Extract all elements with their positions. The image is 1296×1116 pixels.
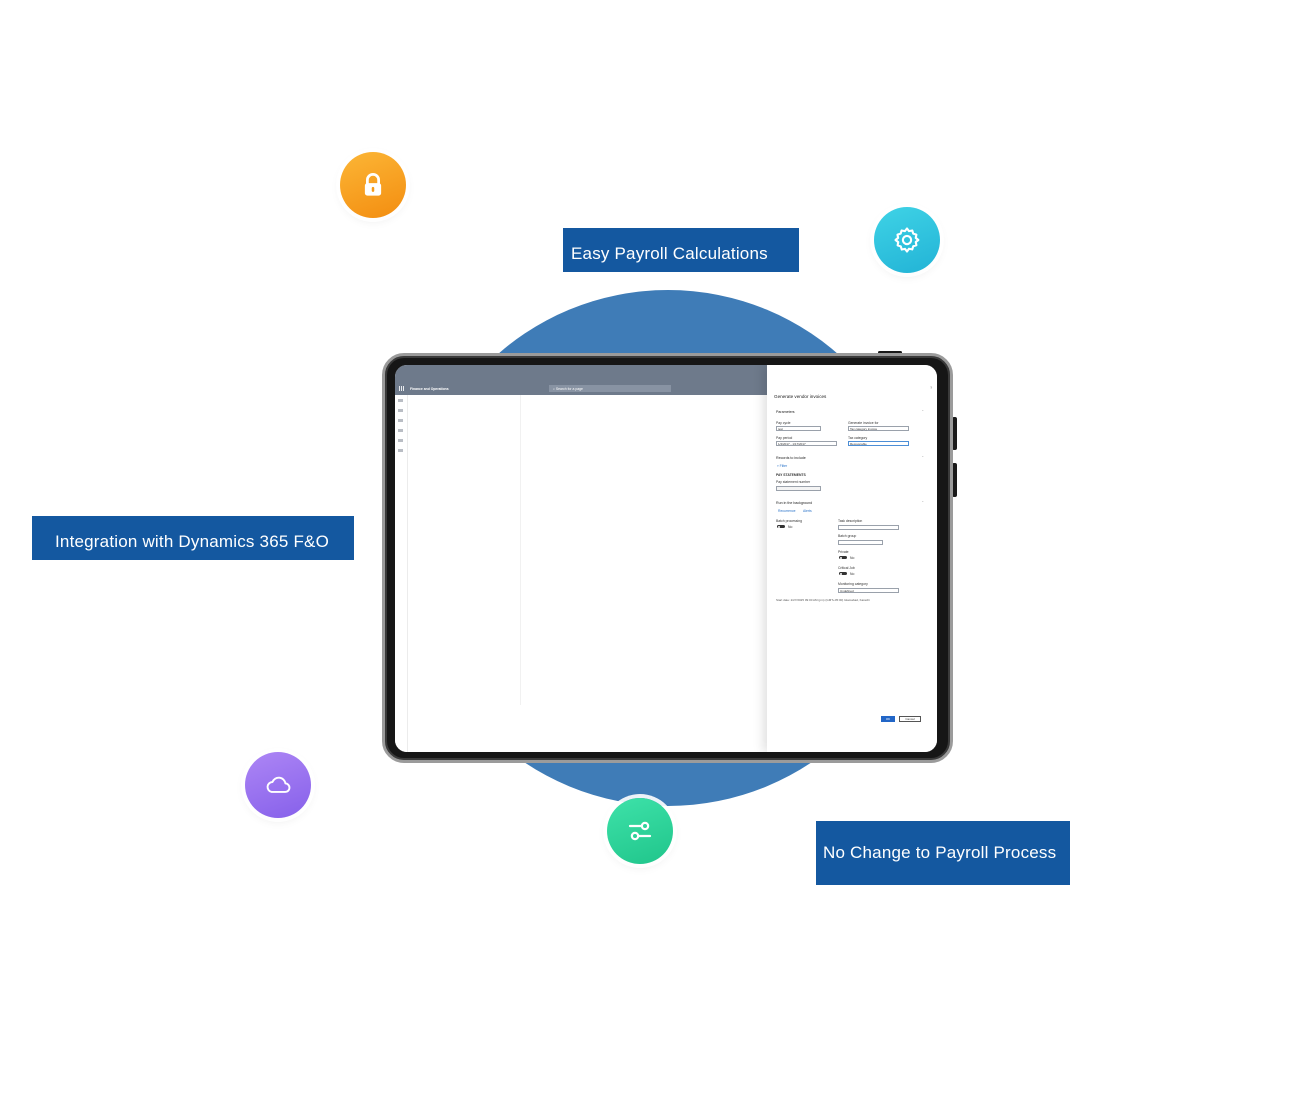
lock-icon-badge	[340, 152, 406, 218]
search-icon: ⌕	[553, 386, 555, 391]
pay-period-select[interactable]: 1/4/2017 - 1/17/2017	[776, 441, 837, 446]
sliders-icon-badge	[607, 798, 673, 864]
gear-icon	[894, 227, 920, 253]
tax-category-label: Tax category	[848, 436, 868, 440]
recurrence-link[interactable]: Recurrence	[778, 509, 796, 513]
app-header: Finance and Operations ⌕ Search for a pa…	[395, 365, 767, 395]
monitoring-category-label: Monitoring category	[838, 582, 868, 586]
help-icon[interactable]: ?	[930, 385, 933, 390]
feature-label-no-change: No Change to Payroll Process	[816, 821, 1070, 885]
gear-icon-badge	[874, 207, 940, 273]
filter-icon: ▿	[777, 464, 779, 468]
private-value: No	[850, 556, 855, 560]
task-description-input[interactable]	[838, 525, 899, 530]
pay-period-label: Pay period	[776, 436, 793, 440]
nav-icon-list[interactable]	[398, 449, 403, 452]
feature-label-text: Integration with Dynamics 365 F&O	[55, 532, 329, 551]
ok-button[interactable]: OK	[881, 716, 895, 722]
generate-invoice-select[interactable]: Tax category invoice	[848, 426, 909, 431]
collapse-records-icon[interactable]: ^	[922, 455, 924, 459]
panel-title: Generate vendor invoices	[774, 394, 827, 399]
cloud-icon-badge	[245, 752, 311, 818]
app-title: Finance and Operations	[410, 387, 449, 391]
filter-link-label: Filter	[779, 464, 788, 468]
filter-link[interactable]: ▿ Filter	[777, 464, 787, 468]
tablet-volume-down	[952, 463, 957, 497]
nav-icon-menu[interactable]	[398, 399, 403, 402]
nav-icon-favorites[interactable]	[398, 409, 403, 412]
pay-statement-number-input[interactable]	[776, 486, 821, 491]
task-description-label: Task description	[838, 519, 863, 523]
tablet-volume-up	[952, 417, 957, 450]
cancel-button[interactable]: Cancel	[899, 716, 921, 722]
pay-statement-number-label: Pay statement number	[776, 480, 811, 484]
batch-group-select[interactable]	[838, 540, 883, 545]
tax-category-select[interactable]: Recoverable	[848, 441, 909, 446]
nav-icon-workspaces[interactable]	[398, 429, 403, 432]
private-label: Private	[838, 550, 849, 554]
background-heading: Run in the background	[776, 501, 813, 505]
records-heading: Records to include	[776, 456, 806, 460]
content-divider	[520, 395, 521, 705]
left-nav-rail	[395, 395, 408, 752]
private-toggle[interactable]	[839, 556, 847, 560]
pay-cycle-label: Pay cycle	[776, 421, 791, 425]
tablet-screen: Finance and Operations ⌕ Search for a pa…	[395, 365, 937, 752]
nav-icon-recent[interactable]	[398, 419, 403, 422]
start-date-text: Start date: 2/27/2025 09:00 AM (pm) (GMT…	[776, 598, 870, 602]
search-placeholder: Search for a page	[555, 386, 583, 391]
lock-icon	[364, 173, 382, 196]
nav-icon-modules[interactable]	[398, 439, 403, 442]
sliders-icon	[628, 821, 652, 841]
batch-group-label: Batch group	[838, 534, 857, 538]
collapse-parameters-icon[interactable]: ^	[922, 409, 924, 413]
parameters-heading: Parameters	[776, 410, 795, 414]
feature-label-text: No Change to Payroll Process	[823, 843, 1057, 862]
generate-invoice-label: Generate invoice for	[848, 421, 879, 425]
critical-job-label: Critical Job	[838, 566, 855, 570]
search-input[interactable]: ⌕ Search for a page	[549, 385, 671, 392]
batch-processing-toggle[interactable]	[777, 525, 785, 529]
batch-processing-label: Batch processing	[776, 519, 803, 523]
critical-job-toggle[interactable]	[839, 572, 847, 576]
waffle-icon[interactable]	[399, 386, 404, 391]
monitoring-category-select[interactable]: Undefined	[838, 588, 899, 593]
tablet-top-button	[878, 351, 902, 354]
batch-processing-value: No	[788, 525, 793, 529]
collapse-background-icon[interactable]: ^	[922, 500, 924, 504]
alerts-link[interactable]: Alerts	[803, 509, 812, 513]
feature-label-integration: Integration with Dynamics 365 F&O	[32, 516, 354, 560]
cloud-icon	[266, 776, 291, 793]
feature-label-easy-payroll: Easy Payroll Calculations	[563, 228, 799, 272]
feature-label-text: Easy Payroll Calculations	[571, 243, 768, 263]
generate-vendor-invoices-panel: ? Generate vendor invoices Parameters ^ …	[767, 365, 937, 752]
pay-cycle-select[interactable]: test	[776, 426, 821, 431]
pay-statements-heading: PAY STATEMENTS	[776, 473, 806, 477]
critical-job-value: No	[850, 572, 855, 576]
